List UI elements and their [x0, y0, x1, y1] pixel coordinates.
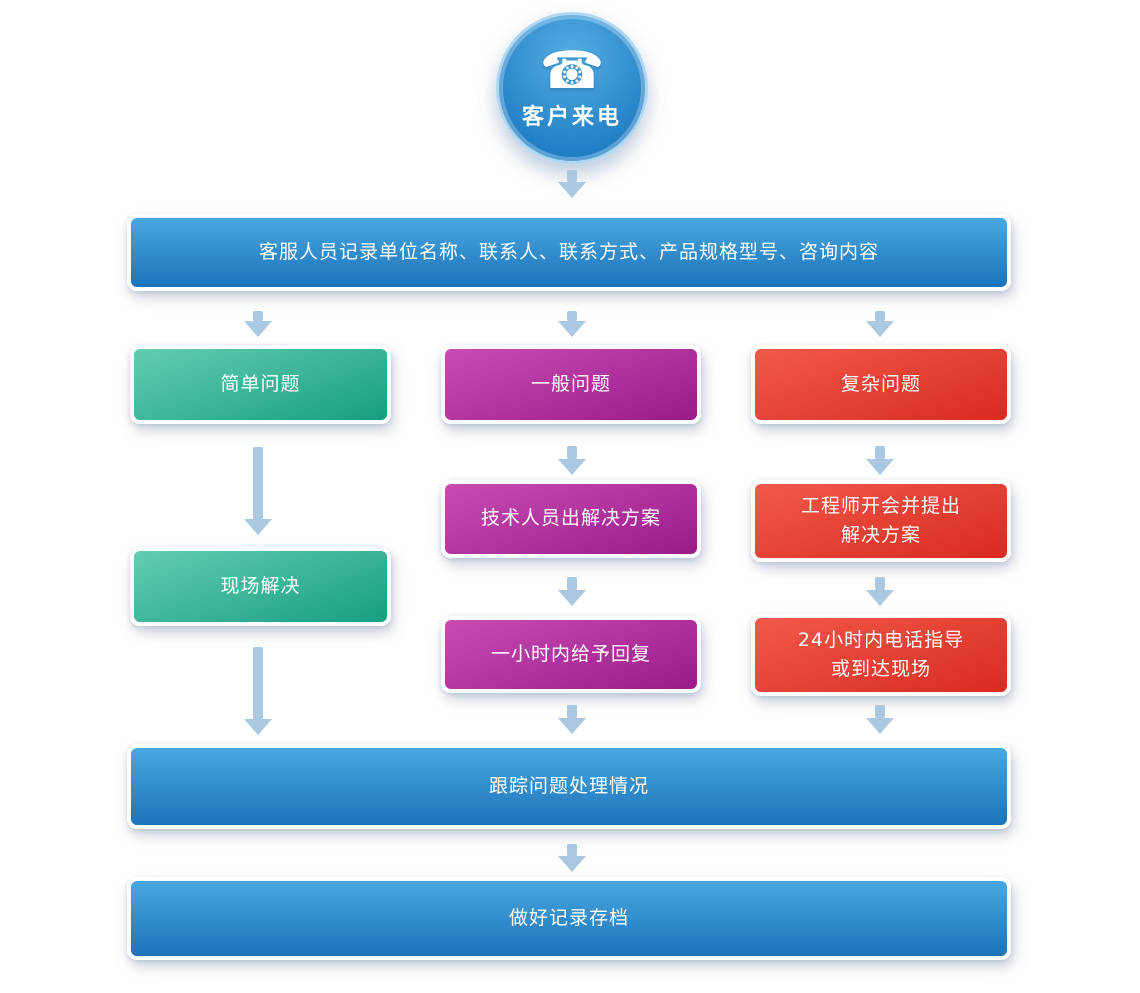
arrow-stem — [567, 170, 577, 182]
arrow-head — [558, 856, 586, 872]
arrow-stem — [253, 311, 263, 321]
arrow-stem — [875, 311, 885, 321]
node-reply-within-hour: 一小时内给予回复 — [441, 616, 701, 693]
track-node: 跟踪问题处理情况 — [127, 744, 1011, 829]
arrow-stem — [567, 577, 577, 590]
node-tech-solution: 技术人员出解决方案 — [441, 480, 701, 558]
start-label: 客户来电 — [521, 105, 622, 130]
arrow-stem — [567, 311, 577, 321]
arrow-stem — [567, 705, 577, 718]
start-node: ☎ 客户来电 — [496, 12, 648, 164]
node-engineer-meeting: 工程师开会并提出 解决方案 — [751, 480, 1011, 562]
arrow-down-icon — [244, 311, 272, 337]
arrow-down-icon — [558, 311, 586, 337]
arrow-down-icon — [866, 446, 894, 475]
node-onsite-solution: 现场解决 — [130, 547, 391, 626]
arrow-head — [558, 459, 586, 475]
node-general-problem: 一般问题 — [441, 345, 701, 424]
node-24h-guidance: 24小时内电话指导 或到达现场 — [751, 614, 1011, 696]
arrow-head — [244, 519, 272, 535]
arrow-stem — [875, 577, 885, 590]
arrow-head — [558, 321, 586, 337]
arrow-head — [866, 321, 894, 337]
arrow-head — [866, 590, 894, 606]
arrow-stem — [567, 446, 577, 459]
arrow-down-icon — [244, 447, 272, 535]
arrow-head — [244, 719, 272, 735]
arrow-down-icon — [866, 577, 894, 606]
arrow-head — [866, 459, 894, 475]
arrow-head — [558, 182, 586, 198]
arrow-head — [558, 590, 586, 606]
arrow-stem — [875, 446, 885, 459]
arrow-stem — [875, 705, 885, 718]
arrow-stem — [253, 447, 263, 519]
arrow-head — [244, 321, 272, 337]
archive-node: 做好记录存档 — [127, 877, 1011, 960]
arrow-stem — [253, 647, 263, 719]
arrow-down-icon — [558, 577, 586, 606]
arrow-down-icon — [558, 844, 586, 872]
arrow-head — [558, 718, 586, 734]
arrow-stem — [567, 844, 577, 856]
record-node: 客服人员记录单位名称、联系人、联系方式、产品规格型号、咨询内容 — [127, 214, 1011, 291]
arrow-down-icon — [558, 170, 586, 198]
arrow-head — [866, 718, 894, 734]
arrow-down-icon — [866, 705, 894, 734]
node-simple-problem: 简单问题 — [130, 345, 391, 424]
phone-icon: ☎ — [539, 41, 605, 101]
node-complex-problem: 复杂问题 — [751, 345, 1011, 424]
arrow-down-icon — [244, 647, 272, 735]
arrow-down-icon — [866, 311, 894, 337]
arrow-down-icon — [558, 446, 586, 475]
arrow-down-icon — [558, 705, 586, 734]
